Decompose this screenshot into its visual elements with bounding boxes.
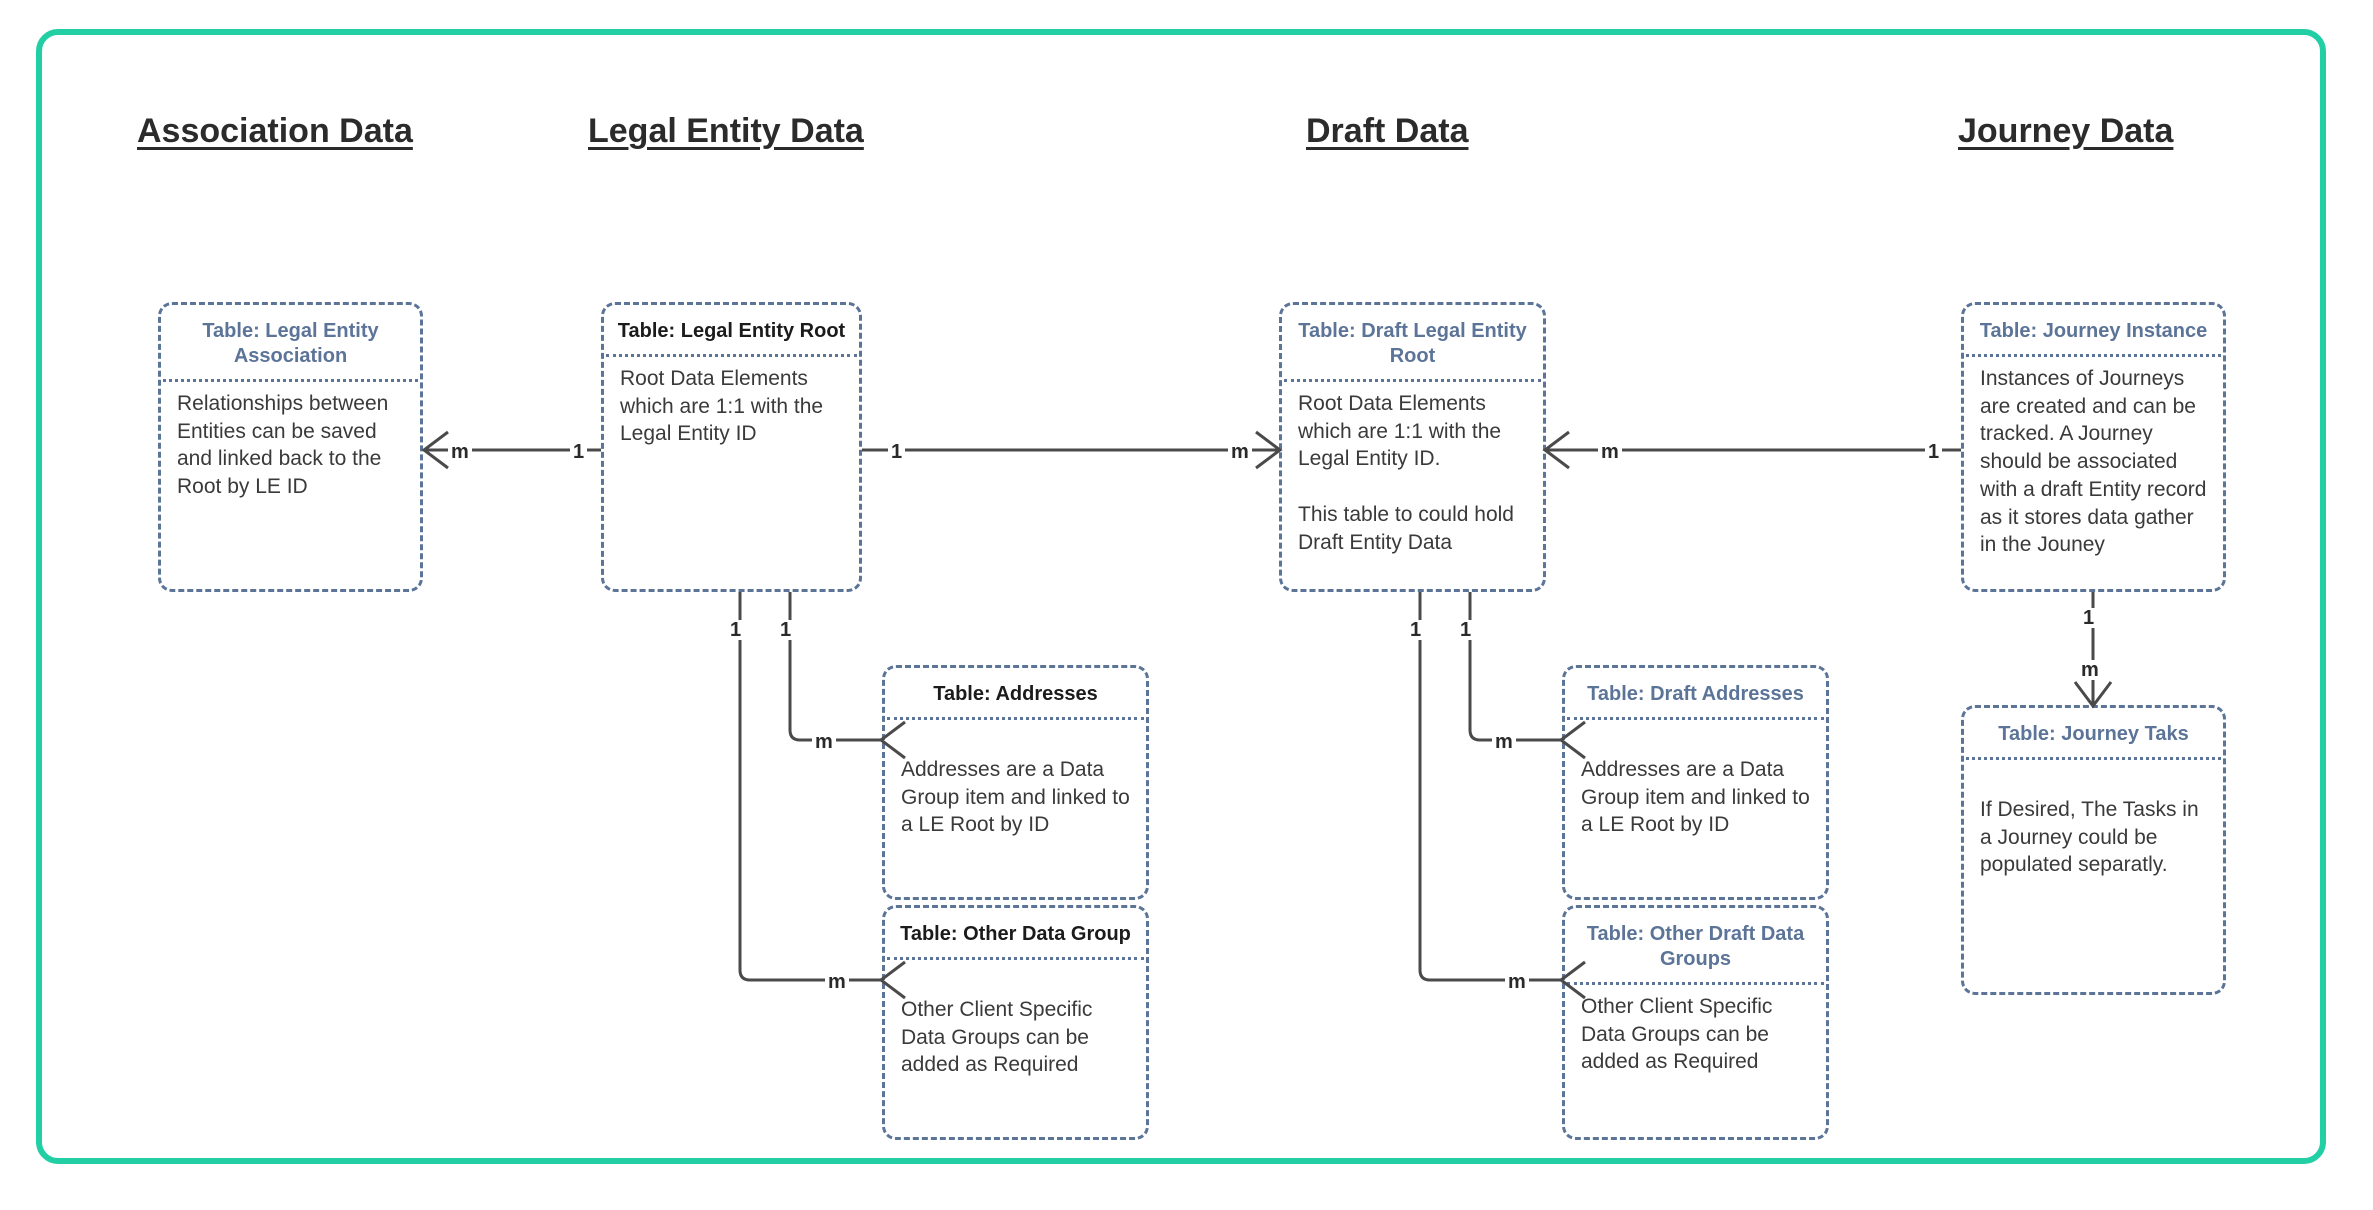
cardinality-root-down-left-1: 1 — [727, 620, 745, 640]
table-addresses[interactable]: Table: Addresses Addresses are a Data Gr… — [882, 665, 1149, 900]
table-body: Addresses are a Data Group item and link… — [1581, 758, 1810, 837]
column-heading-association: Association Data — [137, 112, 413, 150]
connector-root-to-draftroot — [862, 430, 1283, 470]
cardinality-root-down-right-1: 1 — [777, 620, 795, 640]
connector-root-to-other-data-group — [738, 592, 906, 1000]
cardinality-journey-left-1: 1 — [1925, 442, 1943, 462]
table-body: Addresses are a Data Group item and link… — [901, 758, 1130, 837]
table-other-data-group[interactable]: Table: Other Data Group Other Client Spe… — [882, 905, 1149, 1140]
cardinality-journey-tasks-m: m — [2078, 660, 2102, 680]
table-divider — [1567, 717, 1824, 720]
table-body: Instances of Journeys are created and ca… — [1980, 367, 2207, 557]
column-heading-journey: Journey Data — [1958, 112, 2174, 150]
table-legal-entity-association[interactable]: Table: Legal Entity Association Relation… — [158, 302, 423, 592]
table-body: Root Data Elements which are 1:1 with th… — [620, 367, 824, 446]
cardinality-assoc-1: 1 — [570, 442, 588, 462]
table-other-draft-data-groups[interactable]: Table: Other Draft Data Groups Other Cli… — [1562, 905, 1829, 1140]
table-legal-entity-root[interactable]: Table: Legal Entity Root Root Data Eleme… — [601, 302, 862, 592]
column-heading-legal-entity: Legal Entity Data — [588, 112, 864, 150]
table-title: Table: Other Data Group — [900, 923, 1131, 945]
table-divider — [887, 717, 1144, 720]
connector-draftroot-to-other-draft-data-groups — [1418, 592, 1586, 1000]
table-body: Other Client Specific Data Groups can be… — [1581, 995, 1773, 1074]
table-title: Table: Legal Entity Root — [617, 320, 846, 342]
cardinality-draftroot-left-m: m — [1228, 442, 1252, 462]
table-divider — [1567, 982, 1824, 985]
table-divider — [1966, 757, 2221, 760]
table-body: If Desired, The Tasks in a Journey could… — [1980, 798, 2199, 877]
table-divider — [1284, 379, 1541, 382]
cardinality-draftroot-down-right-1: 1 — [1457, 620, 1475, 640]
table-divider — [1966, 354, 2221, 357]
table-journey-tasks[interactable]: Table: Journey Taks If Desired, The Task… — [1961, 705, 2226, 995]
cardinality-addresses-m: m — [812, 732, 836, 752]
table-journey-instance[interactable]: Table: Journey Instance Instances of Jou… — [1961, 302, 2226, 592]
table-body: Other Client Specific Data Groups can be… — [901, 998, 1093, 1077]
table-draft-addresses[interactable]: Table: Draft Addresses Addresses are a D… — [1562, 665, 1829, 900]
table-divider — [163, 379, 418, 382]
table-title: Table: Other Draft Data Groups — [1586, 923, 1805, 970]
table-title: Table: Draft Addresses — [1587, 683, 1804, 705]
table-title: Table: Draft Legal Entity Root — [1298, 320, 1527, 367]
cardinality-draft-addresses-m: m — [1492, 732, 1516, 752]
cardinality-draftroot-right-m: m — [1598, 442, 1622, 462]
cardinality-other-draft-m: m — [1505, 972, 1529, 992]
table-body: Root Data Elements which are 1:1 with th… — [1298, 392, 1514, 554]
table-title: Table: Journey Instance — [1979, 320, 2208, 342]
table-divider — [606, 354, 857, 357]
cardinality-other-data-group-m: m — [825, 972, 849, 992]
table-draft-legal-entity-root[interactable]: Table: Draft Legal Entity Root Root Data… — [1279, 302, 1546, 592]
table-divider — [887, 957, 1144, 960]
cardinality-root-right-1: 1 — [888, 442, 906, 462]
table-body: Relationships between Entities can be sa… — [177, 392, 389, 499]
table-title: Table: Legal Entity Association — [202, 320, 379, 367]
cardinality-assoc-m: m — [448, 442, 472, 462]
table-title: Table: Addresses — [933, 683, 1098, 705]
column-heading-draft: Draft Data — [1306, 112, 1469, 150]
table-title: Table: Journey Taks — [1998, 723, 2189, 745]
cardinality-draftroot-down-left-1: 1 — [1407, 620, 1425, 640]
cardinality-journey-down-1: 1 — [2080, 608, 2098, 628]
